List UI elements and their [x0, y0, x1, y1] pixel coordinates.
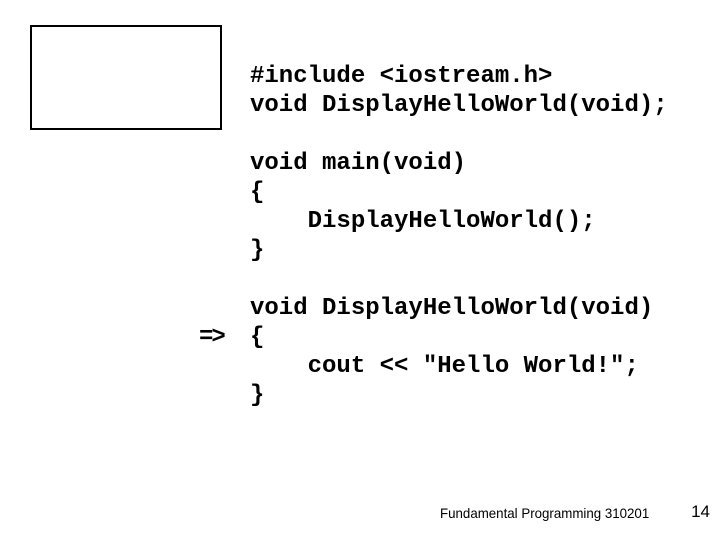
image-placeholder-box	[30, 25, 222, 130]
footer-course-label: Fundamental Programming 310201	[440, 505, 650, 521]
slide-page-number: 14	[691, 502, 710, 521]
execution-pointer-arrow-icon: =>	[199, 324, 226, 351]
code-block: #include <iostream.h> void DisplayHelloW…	[250, 63, 668, 409]
